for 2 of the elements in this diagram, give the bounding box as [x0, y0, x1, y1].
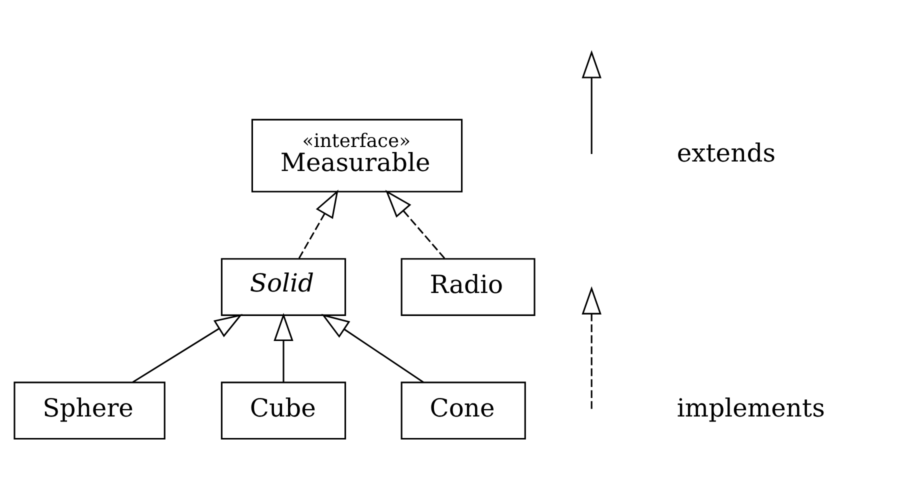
- legend-label: extends: [676, 138, 776, 168]
- legend-label: implements: [676, 394, 825, 423]
